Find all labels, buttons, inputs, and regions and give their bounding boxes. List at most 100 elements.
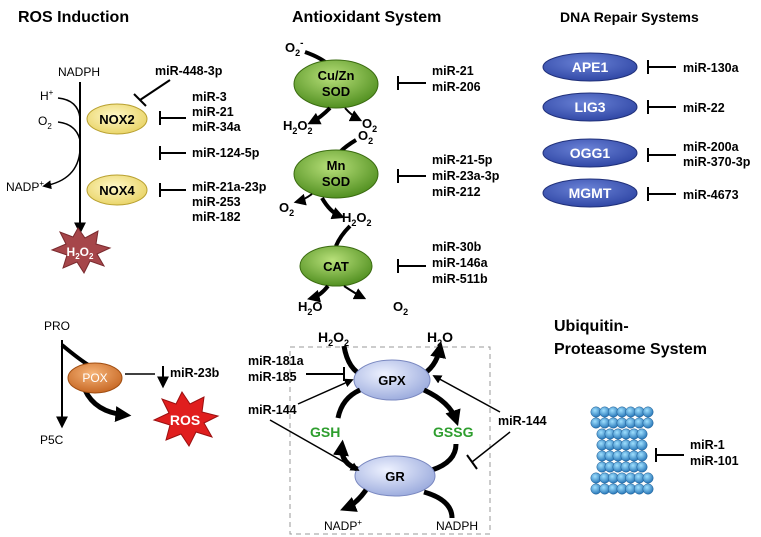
mir-144-right-inhibit-gr-line: [471, 431, 511, 463]
nadp-curve: [42, 149, 81, 190]
mir-448-inhibit-line: [139, 79, 171, 101]
gr-nadph-label: NADPH: [436, 519, 478, 533]
cat-out-right: [343, 285, 367, 300]
cuzn-sod-label-1: Cu/Zn: [318, 68, 355, 83]
proteasome-bead: [636, 428, 648, 440]
mir-144-left-label: miR-144: [248, 403, 297, 417]
ros-burst: [152, 391, 220, 447]
gssg-to-gr-curve: [431, 443, 459, 473]
proteasome-icon: [590, 406, 654, 495]
cat-node: [299, 245, 373, 287]
proteasome-bead: [642, 472, 654, 484]
mir-21-label: miR-21: [192, 105, 234, 119]
gsh-to-gpx-curve: [335, 387, 362, 419]
nadph-label: NADPH: [58, 65, 100, 79]
ubiquitin-proteasome-panel: miR-1 miR-101: [590, 406, 739, 495]
h-plus-curve: [57, 97, 81, 119]
cuzn-o2-minus: O2-: [285, 38, 303, 58]
mir-181a-label: miR-181a: [248, 354, 305, 368]
gsh-label: GSH: [310, 424, 340, 440]
mir-144-right-label: miR-144: [498, 414, 547, 428]
mir-3-label: miR-3: [192, 90, 227, 104]
mn-o2-product: O2: [279, 200, 294, 218]
ubiquitin-title-line1: Ubiquitin-: [554, 318, 629, 335]
gpx-node: [353, 359, 431, 401]
mn-sod-label-2: SOD: [322, 174, 350, 189]
mir-4673-label: miR-4673: [683, 188, 739, 202]
mir-200a-label: miR-200a: [683, 140, 740, 154]
glutathione-cycle-panel: H2O2 H2O GPX GSH GSSG GR NADP+ NADPH miR…: [248, 329, 547, 535]
pox-label: POX: [82, 371, 107, 385]
ros-induction-title: ROS Induction: [18, 9, 129, 26]
gpx-h2o2-input: H2O2: [318, 329, 349, 348]
cat-label: CAT: [323, 259, 349, 274]
mir-101-label: miR-101: [690, 454, 739, 468]
mir-1-label: miR-1: [690, 438, 725, 452]
mir-182-label: miR-182: [192, 210, 241, 224]
mir-146a-label: miR-146a: [432, 256, 489, 270]
nox4-label: NOX4: [99, 183, 135, 198]
mir-23a-3p-label: miR-23a-3p: [432, 169, 500, 183]
mgmt-label: MGMT: [569, 185, 612, 201]
gpx-label: GPX: [378, 373, 406, 388]
p5c-label: P5C: [40, 433, 64, 447]
mir-212-label: miR-212: [432, 185, 481, 199]
proteasome-bead: [642, 406, 654, 418]
pro-label: PRO: [44, 319, 70, 333]
mir-370-3p-label: miR-370-3p: [683, 155, 751, 169]
gr-nadph-in-curve: [423, 489, 455, 519]
mir-34a-label: miR-34a: [192, 120, 242, 134]
gr-label: GR: [385, 469, 405, 484]
h2o2-burst-label: H2O2: [67, 245, 94, 261]
o2-label: O2: [38, 114, 52, 131]
antioxidant-panel: O2- Cu/Zn SOD H2O2 O2 miR-21 miR-206 O2-…: [279, 38, 500, 317]
ape1-label: APE1: [572, 59, 609, 75]
mir-130a-label: miR-130a: [683, 61, 740, 75]
gpx-to-gssg-curve: [422, 387, 461, 427]
gpx-h2o-output: H2O: [427, 329, 453, 348]
gr-node: [354, 455, 436, 497]
glutathione-dashed-box: [289, 346, 491, 535]
mir-448-3p-label: miR-448-3p: [155, 64, 223, 78]
mn-out-right: [320, 196, 345, 220]
cat-out-left: [307, 284, 330, 303]
gr-nadp-plus-label: NADP+: [324, 518, 362, 533]
cat-h2o-product: H2O: [298, 299, 323, 317]
pox-curve-in: [60, 343, 92, 368]
ros-induction-panel: NADPH H+ O2 NADP+ NOX2 NOX4 miR-448-3p m…: [6, 64, 267, 447]
cat-o2-product: O2: [393, 299, 408, 317]
proteasome-bead: [636, 461, 648, 473]
cuzn-out-right: [344, 107, 363, 122]
lig3-node: [542, 92, 638, 122]
mir-206-label: miR-206: [432, 80, 481, 94]
proteasome-bead: [642, 483, 654, 495]
ros-burst-label: ROS: [170, 412, 200, 428]
cuzn-sod-label-2: SOD: [322, 84, 350, 99]
mn-o2-minus: O2-: [358, 126, 376, 146]
h-plus-label: H+: [40, 88, 54, 103]
nadp-plus-label: NADP+: [6, 179, 44, 194]
mn-h2o2-product: H2O2: [342, 210, 372, 228]
nox2-node: [86, 103, 148, 135]
gssg-label: GSSG: [433, 424, 474, 440]
mir-21a-23p-label: miR-21a-23p: [192, 180, 267, 194]
lig3-label: LIG3: [574, 99, 605, 115]
cuzn-h2o2-product: H2O2: [283, 118, 313, 136]
cuzn-out-left: [307, 106, 332, 125]
gr-nadp-out-curve: [340, 488, 369, 512]
h2o2-burst: [50, 227, 112, 275]
mir-144-left-to-gr: [269, 419, 360, 471]
mn-sod-node: [293, 149, 379, 199]
ogg1-node: [542, 138, 638, 168]
mir-144-right-inhibit-gr-bar: [466, 454, 478, 470]
mir-21-5p-label: miR-21-5p: [432, 153, 493, 167]
nox2-label: NOX2: [99, 112, 134, 127]
dna-repair-panel: APE1 miR-130a LIG3 miR-22 OGG1 miR-200a …: [542, 52, 751, 208]
mir-144-right-to-gpx: [432, 375, 501, 413]
antioxidant-system-title: Antioxidant System: [292, 9, 441, 26]
mir-30b-label: miR-30b: [432, 240, 482, 254]
ape1-node: [542, 52, 638, 82]
mir-124-5p-label: miR-124-5p: [192, 146, 260, 160]
mir-22-label: miR-22: [683, 101, 725, 115]
mir-448-inhibit-bar: [133, 93, 147, 107]
